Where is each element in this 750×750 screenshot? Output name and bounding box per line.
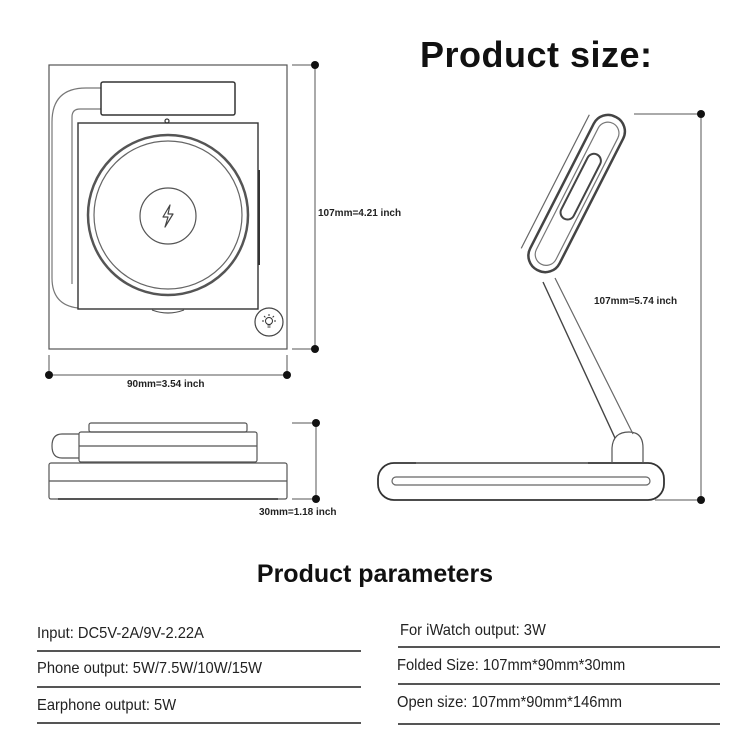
param-divider <box>37 650 361 652</box>
param-folded-size: Folded Size: 107mm*90mm*30mm <box>397 657 626 674</box>
top-view-height-label: 107mm=4.21 inch <box>318 208 402 219</box>
lightning-bolt-icon <box>162 204 174 228</box>
param-phone-output: Phone output: 5W/7.5W/10W/15W <box>37 660 262 677</box>
param-open-size: Open size: 107mm*90mm*146mm <box>397 694 622 711</box>
param-divider <box>37 686 361 688</box>
param-divider <box>398 646 720 648</box>
param-divider <box>37 722 361 724</box>
top-view-drawing <box>48 64 288 350</box>
open-side-view-drawing <box>377 113 665 501</box>
light-bulb-icon <box>262 314 276 328</box>
parameters-title: Product parameters <box>256 560 494 588</box>
page-title: Product size: <box>420 34 653 75</box>
top-view-width-label: 90mm=3.54 inch <box>127 379 205 390</box>
open-dimension-lines <box>634 113 704 501</box>
folded-side-view-drawing <box>48 422 288 500</box>
param-earphone-output: Earphone output: 5W <box>37 697 177 714</box>
folded-dimension-lines <box>292 422 318 500</box>
param-divider <box>398 723 720 725</box>
param-divider <box>398 683 720 685</box>
folded-thickness-label: 30mm=1.18 inch <box>259 507 337 518</box>
product-drawings <box>45 61 705 504</box>
param-iwatch-output: For iWatch output: 3W <box>400 622 546 639</box>
side-view-height-label: 107mm=5.74 inch <box>594 296 678 307</box>
param-input: Input: DC5V-2A/9V-2.22A <box>37 625 204 642</box>
